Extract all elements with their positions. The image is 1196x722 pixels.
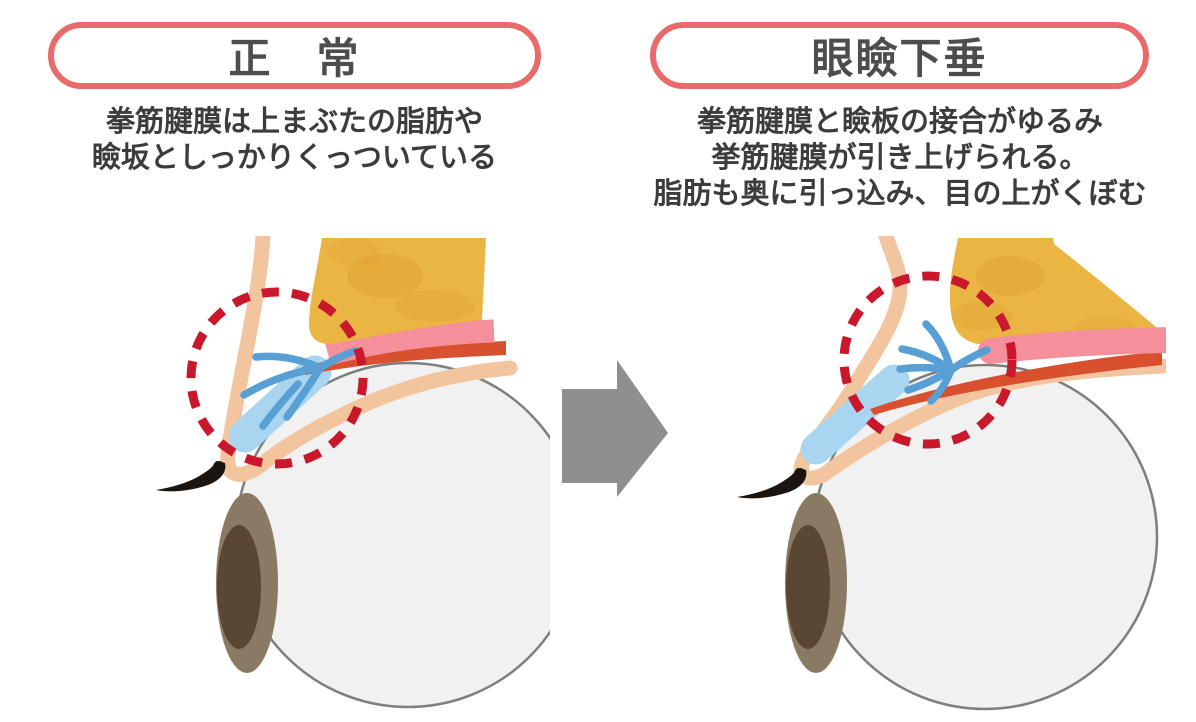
description-line: 拳筋腱膜は上まぶたの脂肪や: [105, 106, 483, 138]
highlight-dashed-circle: [186, 287, 368, 469]
ptosis-eyelid-diagram: [737, 236, 1166, 711]
description-line: 挙筋腱膜が引き上げられる。: [711, 142, 1089, 174]
skin-layer: [220, 236, 518, 482]
fat-pad: [309, 238, 486, 344]
deep-muscle-band: [302, 341, 506, 375]
tarsal-plate: [800, 364, 910, 465]
pupil: [786, 525, 830, 649]
aponeurosis-branches: [240, 347, 359, 430]
eyelash: [156, 461, 226, 492]
left-panel-title-pill: 正 常: [48, 22, 541, 89]
right-panel-description: 拳筋腱膜と瞼板の接合がゆるみ 挙筋腱膜が引き上げられる。 脂肪も奥に引っ込み、目…: [630, 104, 1170, 212]
left-panel-description: 拳筋腱膜は上まぶたの脂肪や 瞼坂としっかりくっついている: [28, 104, 561, 176]
pupil: [217, 525, 261, 649]
left-panel-title: 正 常: [228, 35, 361, 82]
deep-muscle-band: [870, 351, 1162, 415]
transition-arrow-icon: [556, 355, 676, 510]
description-line: 脂肪も奥に引っ込み、目の上がくぼむ: [653, 178, 1147, 210]
description-line: 拳筋腱膜と瞼板の接合がゆるみ: [696, 106, 1103, 138]
right-panel-title: 眼瞼下垂: [811, 35, 988, 82]
levator-muscle: [978, 327, 1166, 364]
highlight-dashed-circle: [839, 271, 1017, 449]
description-line: 瞼坂としっかりくっついている: [91, 142, 498, 174]
normal-eyelid-diagram: [156, 236, 550, 709]
right-panel-title-pill: 眼瞼下垂: [650, 22, 1149, 89]
levator-muscle: [325, 319, 495, 366]
aponeurosis-branches: [896, 320, 991, 405]
eyelash: [737, 468, 807, 499]
